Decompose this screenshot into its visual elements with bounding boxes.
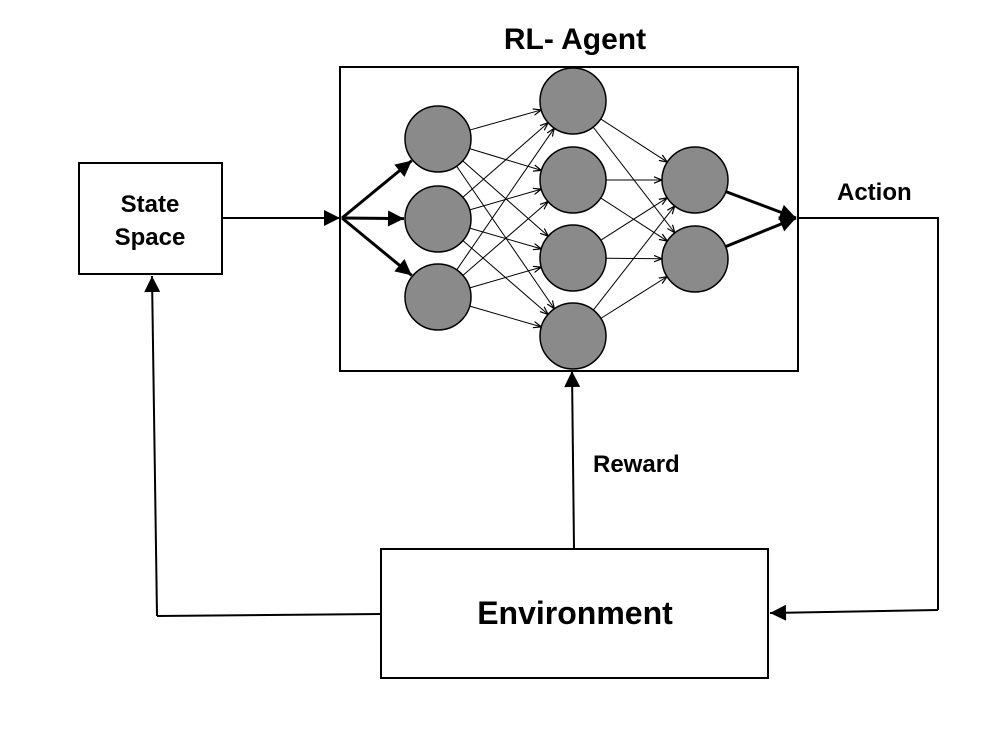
network-connection: [600, 277, 667, 319]
reward-label: Reward: [593, 451, 680, 478]
output-arrow: [725, 190, 797, 220]
network-connection: [600, 198, 667, 241]
reward-arrow: [564, 370, 581, 550]
network-connection: [456, 165, 555, 309]
action-to-environment-arrow: [769, 604, 939, 621]
network-connection: [462, 202, 548, 276]
hidden-node: [539, 224, 607, 292]
environment-box: [380, 548, 769, 679]
network-connection: [469, 305, 542, 327]
state-space-box: [78, 162, 223, 275]
feedback-path-line: [156, 613, 382, 617]
output-arrow: [725, 216, 797, 248]
network-connection: [600, 118, 668, 162]
neural-network: [341, 67, 797, 370]
network-connection: [469, 267, 542, 289]
input-split-arrow: [341, 216, 413, 277]
input-split-arrow: [341, 159, 413, 220]
action-path-line: [798, 217, 939, 610]
action-label: Action: [837, 179, 912, 206]
input-node: [404, 105, 472, 173]
hidden-node: [539, 67, 607, 135]
input-node: [404, 263, 472, 331]
output-node: [661, 146, 729, 214]
network-connection: [456, 128, 555, 271]
network-connection: [469, 110, 541, 131]
input-split-arrow: [341, 210, 405, 227]
network-connection: [462, 123, 548, 198]
state-space-label-line2: Space: [115, 224, 186, 251]
hidden-node: [539, 302, 607, 370]
state-space-label-line1: State: [121, 191, 180, 218]
agent-title: RL- Agent: [504, 23, 646, 56]
environment-to-state-arrow: [144, 275, 161, 617]
hidden-node: [539, 146, 607, 214]
input-node: [404, 185, 472, 253]
network-connection: [592, 206, 674, 311]
output-node: [661, 225, 729, 293]
environment-label: Environment: [477, 595, 673, 631]
